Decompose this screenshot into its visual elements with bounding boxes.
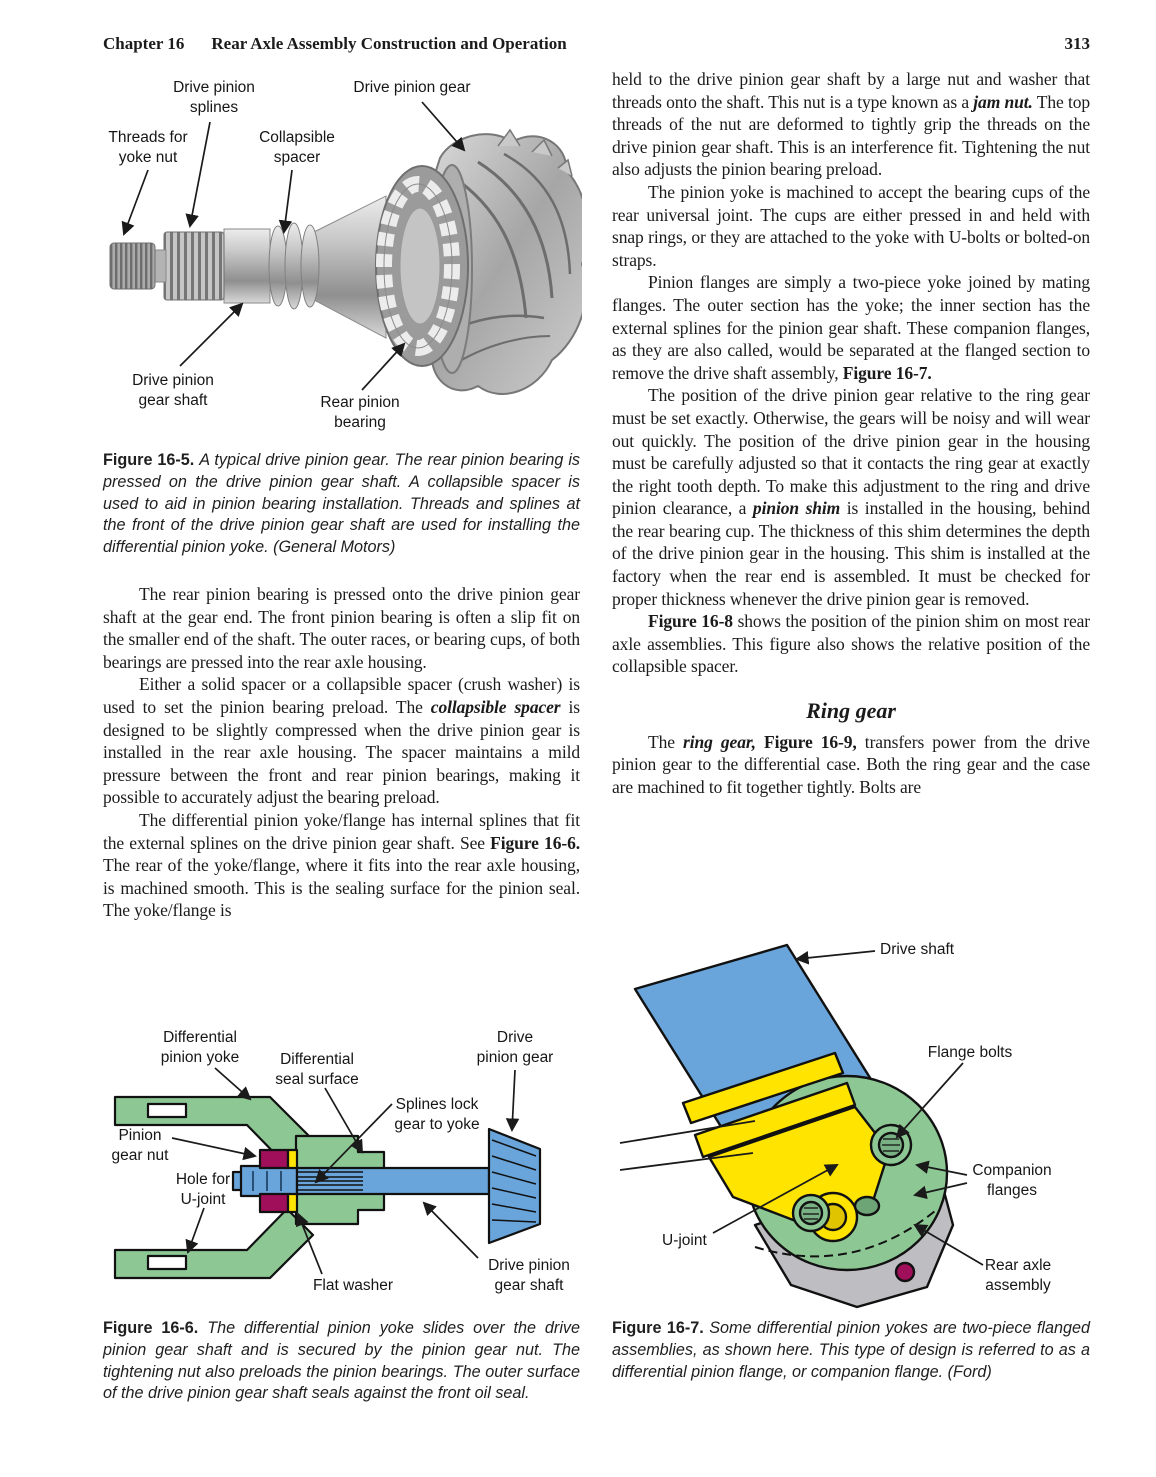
- ring-gear-heading: Ring gear: [806, 698, 896, 724]
- yoke-ring-art: [681, 1051, 845, 1125]
- caption-figure-16-5: Figure 16-5. A typical drive pinion gear…: [103, 451, 581, 557]
- yoke-ring-art: [693, 1081, 857, 1159]
- drive-pinion-gear-photo: [109, 101, 582, 395]
- spacer-art: [268, 222, 320, 310]
- chapter-label: Chapter 16: [103, 34, 185, 53]
- yoke-lower-arm-art: [113, 1207, 315, 1280]
- paragraph: Figure 16-8 shows the position of the pi…: [612, 611, 1091, 677]
- shaft-hex-end-art: [239, 1164, 299, 1198]
- paragraph: The rear pinion bearing is pressed onto …: [103, 584, 580, 672]
- pinion-yoke-diagram: [113, 1067, 542, 1280]
- callout-arrows: [171, 1067, 520, 1275]
- page-header: Chapter 16 Rear Axle Assembly Constructi…: [103, 34, 1090, 54]
- paragraph: The differential pinion yoke/flange has …: [103, 809, 580, 921]
- flat-washer-art: [286, 1192, 299, 1214]
- pinion-nut-art: [258, 1192, 290, 1214]
- caption-figure-16-7: Figure 16-7. Some differential pinion yo…: [612, 1319, 1091, 1381]
- paragraph: The ring gear, Figure 16-9, transfers po…: [612, 731, 1090, 797]
- left-column-text: The rear pinion bearing is pressed onto …: [103, 583, 580, 922]
- paragraph: The position of the drive pinion gear re…: [612, 385, 1090, 609]
- splines-art: [163, 231, 225, 301]
- label-drive-pinion-gear: Drive pinion gear: [353, 79, 471, 96]
- paragraph: held to the drive pinion gear shaft by a…: [612, 69, 1091, 180]
- u-joint-hole-art: [146, 1254, 188, 1271]
- label-flange-bolts: Flange bolts: [927, 1044, 1013, 1061]
- pinion-nut-art: [258, 1148, 290, 1170]
- axle-bolt-art: [894, 1261, 916, 1283]
- label-drive-shaft: Drive shaft: [880, 941, 955, 958]
- u-joint-hole-art: [146, 1102, 188, 1119]
- companion-flange-drawing: [619, 943, 984, 1309]
- spline-lines-art: [298, 1171, 363, 1191]
- chapter-title: Rear Axle Assembly Construction and Oper…: [211, 34, 567, 53]
- label-u-joint: U-joint: [662, 1232, 707, 1249]
- callout-arrows: [121, 101, 466, 391]
- paragraph: The pinion yoke is machined to accept th…: [612, 181, 1090, 270]
- bearing-art: [375, 164, 473, 374]
- shaft-art: [223, 228, 271, 304]
- page-number: 313: [1064, 34, 1091, 53]
- callout-arrows: [712, 950, 984, 1266]
- label-flat-washer: Flat washer: [312, 1277, 394, 1294]
- flat-washer-art: [286, 1148, 299, 1170]
- threads-art: [109, 242, 156, 290]
- paragraph: Either a solid spacer or a collapsible s…: [103, 674, 580, 808]
- caption-figure-16-6: Figure 16-6. The differential pinion yok…: [103, 1319, 581, 1403]
- bevel-gear-art: [487, 1127, 542, 1245]
- right-column-text: held to the drive pinion gear shaft by a…: [612, 68, 1090, 798]
- paragraph: Pinion flanges are simply a two-piece yo…: [612, 272, 1090, 383]
